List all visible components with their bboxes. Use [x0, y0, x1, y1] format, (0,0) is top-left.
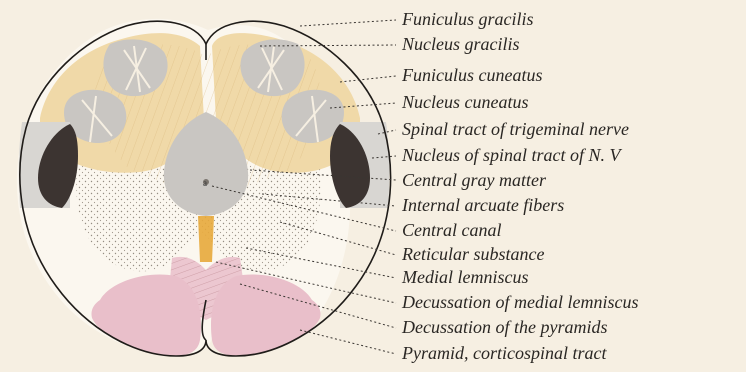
label-decussation-pyramids: Decussation of the pyramids [401, 317, 607, 337]
label-funiculus-cuneatus: Funiculus cuneatus [401, 65, 542, 85]
label-decussation-medial-lemniscus: Decussation of medial lemniscus [401, 292, 638, 312]
label-nucleus-gracilis: Nucleus gracilis [401, 34, 520, 54]
label-nucleus-cuneatus: Nucleus cuneatus [401, 92, 528, 112]
label-list: Funiculus gracilis Nucleus gracilis Funi… [401, 9, 638, 363]
central-canal-mark: a [203, 178, 207, 188]
label-internal-arcuate-fibers: Internal arcuate fibers [401, 195, 564, 215]
label-reticular-substance: Reticular substance [401, 244, 544, 264]
label-central-gray-matter: Central gray matter [402, 170, 547, 190]
label-funiculus-gracilis: Funiculus gracilis [401, 9, 534, 29]
label-spinal-tract-trigeminal: Spinal tract of trigeminal nerve [402, 119, 629, 139]
label-central-canal: Central canal [402, 220, 502, 240]
label-medial-lemniscus: Medial lemniscus [401, 267, 528, 287]
label-pyramid-corticospinal: Pyramid, corticospinal tract [401, 343, 607, 363]
medulla-section: a [17, 19, 391, 356]
decussation-medial-lemniscus-streak [198, 216, 214, 262]
label-nucleus-spinal-tract-nv: Nucleus of spinal tract of N. V [401, 145, 623, 165]
